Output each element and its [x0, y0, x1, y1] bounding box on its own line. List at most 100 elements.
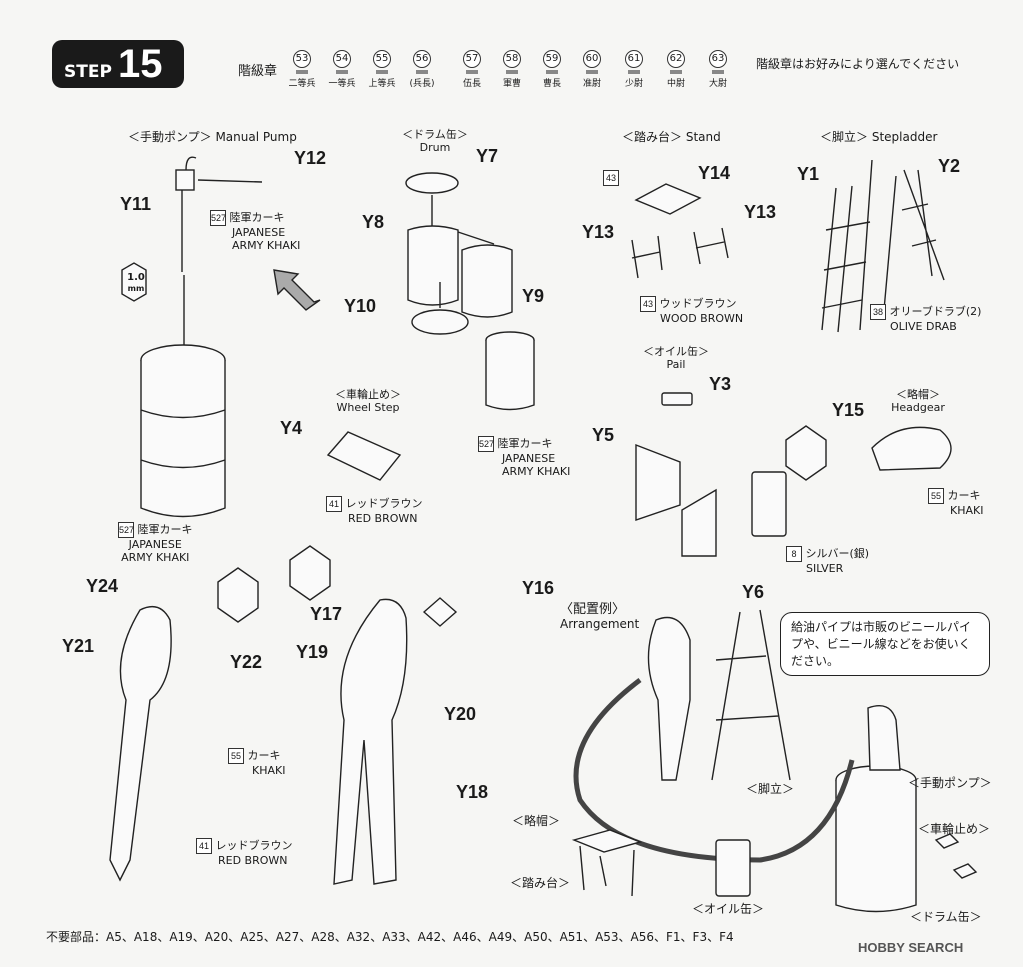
rank-name: 大尉 — [708, 79, 727, 89]
ladder-title-jp: ＜脚立＞ — [820, 130, 869, 144]
rank-bar-icon — [416, 70, 428, 74]
rank-name: 曹長 — [542, 79, 561, 89]
color-callout-khaki55: 55 カーキ KHAKI — [228, 748, 285, 777]
part-code: Y21 — [62, 636, 95, 656]
step-badge: STEP 15 — [52, 40, 184, 88]
arrangement-label: ＜略帽＞ — [512, 814, 561, 828]
part-code: Y9 — [522, 286, 545, 306]
arrangement-label: ＜ドラム缶＞ — [910, 910, 982, 924]
color-name-en: JAPANESE — [232, 226, 286, 239]
color-name-jp: レッドブラウン — [345, 497, 423, 510]
part-code: Y5 — [592, 425, 615, 445]
oil-hose-icon — [573, 678, 855, 863]
color-name-en: JAPANESE — [502, 452, 556, 465]
arrangement-title-jp: 〈配置例〉 — [560, 602, 626, 617]
pail-title-jp: ＜オイル缶＞ — [643, 345, 709, 358]
rank-number: 59 — [543, 50, 561, 68]
color-callout-red: 41 レッドブラウン RED BROWN — [326, 496, 423, 525]
wheel-title-jp: ＜車輪止め＞ — [335, 388, 401, 401]
part-code: Y17 — [310, 604, 343, 624]
color-name-en: WOOD BROWN — [660, 312, 744, 325]
color-name-en: OLIVE DRAB — [890, 320, 957, 333]
arrangement-label: ＜手動ポンプ＞ — [908, 776, 992, 790]
color-name-en: RED BROWN — [348, 512, 418, 525]
rank-note: 階級章はお好みにより選んでください — [756, 57, 960, 71]
rank-bar-icon — [628, 70, 640, 74]
wheel-step-icon — [326, 431, 402, 481]
arrangement-label: ＜オイル缶＞ — [692, 902, 765, 916]
color-number: 43 — [640, 296, 656, 312]
part-code: Y11 — [120, 194, 152, 214]
pail-title: ＜オイル缶＞ Pail — [636, 345, 716, 371]
arrangement-ladder-icon — [711, 609, 791, 781]
color-name-jp: シルバー(銀) — [805, 547, 870, 560]
color-name-jp: ウッドブラウン — [659, 297, 737, 310]
rank-bar-icon — [506, 70, 518, 74]
part-code: Y14 — [698, 163, 731, 183]
rank-name: 軍曹 — [502, 79, 521, 89]
wheel-title-en: Wheel Step — [336, 401, 400, 414]
rank-insignia-item: 56(兵長) — [402, 50, 442, 89]
rank-title: 階級章 — [238, 64, 278, 79]
rank-bar-icon — [466, 70, 478, 74]
step-number: 15 — [118, 42, 163, 86]
part-code: Y2 — [938, 156, 961, 176]
drill-size: 1.0 mm — [126, 272, 146, 294]
rank-number: 63 — [709, 50, 727, 68]
rank-name: 上等兵 — [368, 79, 396, 89]
part-code: Y20 — [444, 704, 477, 724]
part-code: Y1 — [797, 164, 820, 184]
arrangement-title-en: Arrangement — [560, 617, 640, 631]
rank-name: 伍長 — [462, 79, 481, 89]
drill-size-unit: mm — [127, 284, 145, 293]
ladder-title: ＜脚立＞ Stepladder — [820, 128, 937, 145]
color-name-jp: カーキ — [947, 489, 981, 502]
rank-name: 少尉 — [624, 79, 643, 89]
rank-bar-icon — [296, 70, 308, 74]
soldier-y21-icon — [109, 606, 172, 882]
tip-bubble: 給油パイプは市販のビニールパイプや、ビニール線などをお使いください。 — [780, 612, 990, 676]
part-code: Y7 — [476, 146, 499, 166]
color-callout-silver: 8 シルバー(銀) SILVER — [786, 546, 869, 575]
part-code: Y10 — [344, 296, 377, 316]
color-callout-khaki527: 527 陸軍カーキ JAPANESE ARMY KHAKI — [478, 436, 570, 478]
drum-title: ＜ドラム缶＞ Drum — [390, 128, 480, 154]
rank-insignia-item: 57 伍長 — [452, 50, 492, 89]
part-code: Y15 — [832, 400, 865, 420]
rank-number: 61 — [625, 50, 643, 68]
color-name-en: KHAKI — [950, 504, 984, 517]
rank-bar-icon — [670, 70, 682, 74]
part-code: Y24 — [86, 576, 119, 596]
part-code: Y19 — [296, 642, 329, 662]
color-name-jp: 陸軍カーキ — [137, 523, 193, 536]
rank-bar-icon — [712, 70, 724, 74]
color-name-en: ARMY KHAKI — [121, 551, 190, 564]
headgear-title-jp: ＜略帽＞ — [896, 388, 940, 401]
color-name-en: JAPANESE — [128, 538, 182, 551]
unused-parts-footer: 不要部品：A5、A18、A19、A20、A25、A27、A28、A32、A33、… — [46, 930, 734, 944]
rank-number: 60 — [583, 50, 601, 68]
color-callout-khaki55: 55 カーキ KHAKI — [928, 488, 983, 517]
headgear-icon — [871, 426, 952, 471]
color-name-jp: カーキ — [247, 749, 281, 762]
stand-title-en: Stand — [685, 130, 721, 144]
rank-number: 57 — [463, 50, 481, 68]
color-number: 55 — [228, 748, 244, 764]
color-number: 55 — [928, 488, 944, 504]
rank-number: 53 — [293, 50, 311, 68]
rank-name: 中尉 — [666, 79, 685, 89]
pail-title-en: Pail — [666, 358, 686, 371]
color-number: 527 — [118, 522, 134, 538]
color-name-en: ARMY KHAKI — [232, 239, 301, 252]
pump-head-icon — [175, 169, 195, 191]
color-number: 41 — [196, 838, 212, 854]
part-code: Y22 — [230, 652, 263, 672]
rank-name: (兵長) — [409, 79, 435, 89]
color-name-jp: 陸軍カーキ — [497, 437, 553, 450]
direction-arrow-icon — [273, 269, 321, 311]
part-code: Y12 — [294, 148, 327, 168]
ladder-title-en: Stepladder — [871, 130, 938, 144]
